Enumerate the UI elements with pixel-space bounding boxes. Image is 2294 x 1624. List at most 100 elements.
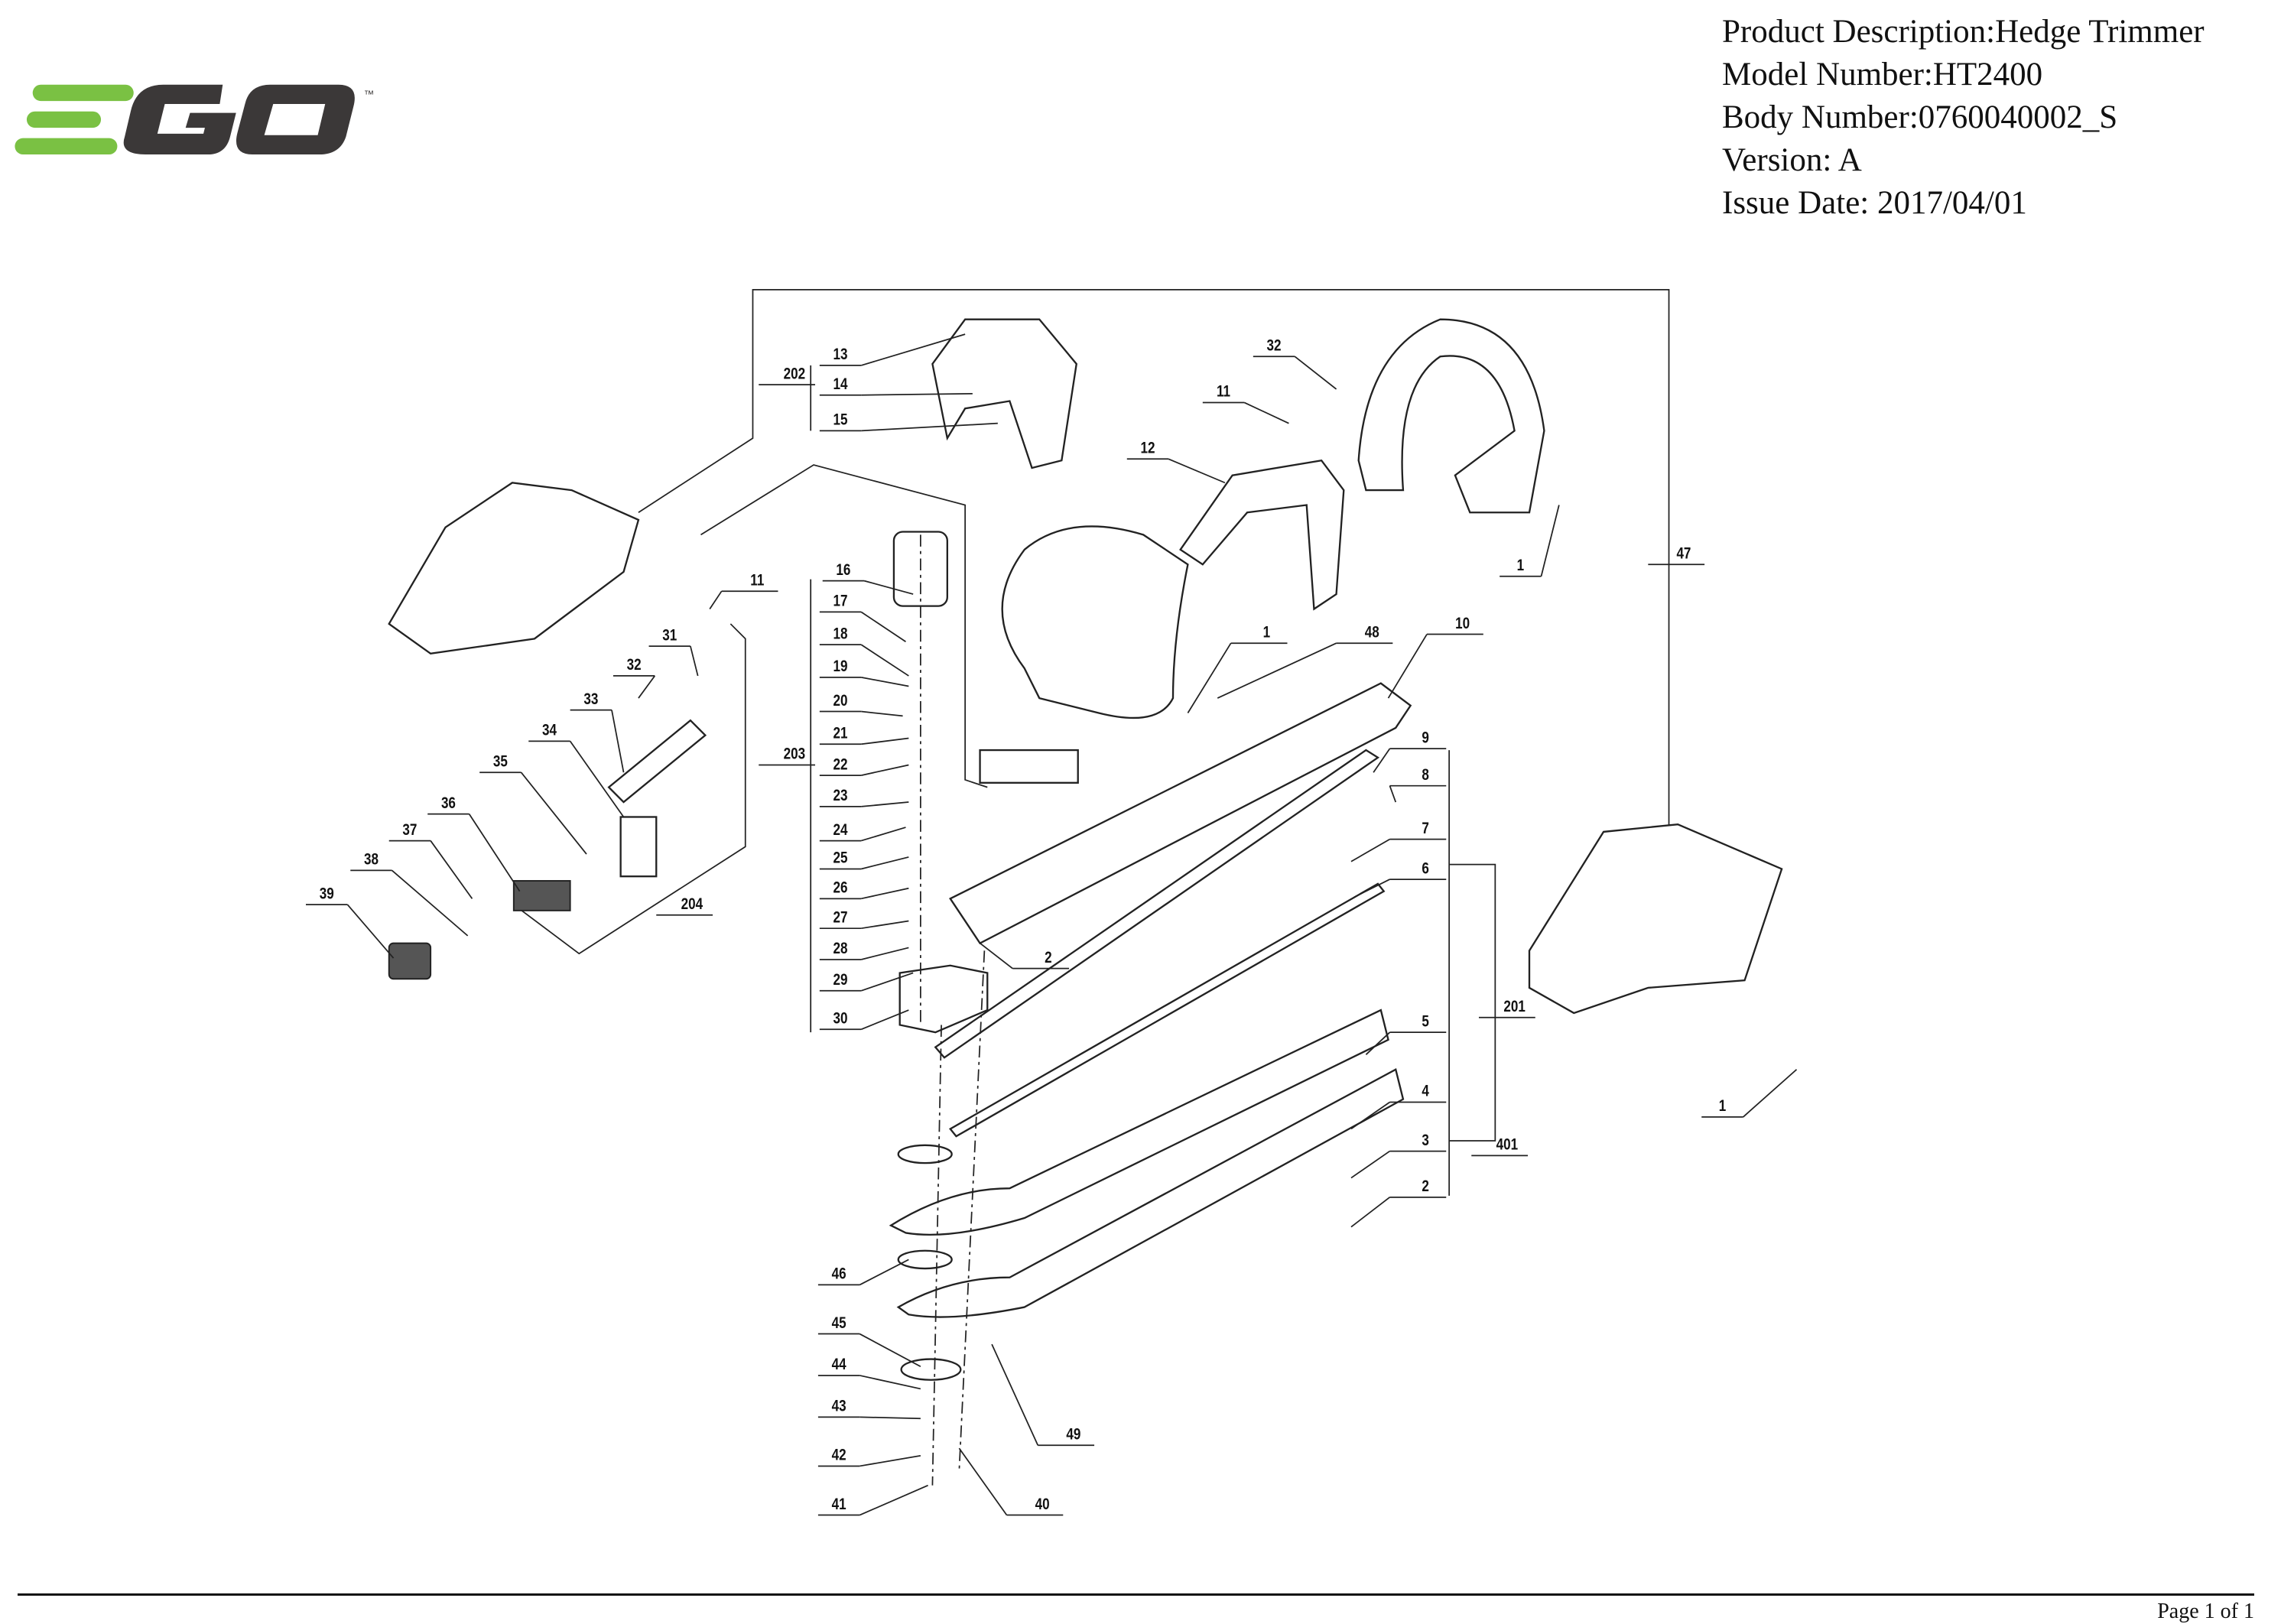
callout-40: 40 [1035, 1495, 1050, 1513]
callout-23: 23 [833, 786, 848, 804]
callout-leader [861, 920, 909, 930]
callout-29: 29 [833, 970, 848, 989]
callout-leader [638, 675, 656, 699]
callout-leader [859, 1416, 921, 1420]
callout-leader [860, 333, 966, 366]
callout-37: 37 [402, 820, 417, 839]
callout-leader [1350, 1150, 1390, 1179]
callout-1: 1 [1263, 623, 1271, 641]
callout-32: 32 [627, 655, 642, 674]
callout-26: 26 [833, 879, 848, 897]
callout-204: 204 [681, 895, 703, 913]
callout-leader [861, 764, 909, 776]
callout-201: 201 [1503, 997, 1526, 1015]
callout-leader [958, 1447, 1008, 1516]
callout-18: 18 [833, 625, 848, 643]
callout-28: 28 [833, 939, 848, 957]
callout-leader [860, 827, 906, 842]
axis-lines [920, 534, 986, 1486]
ego-logo: ™ [15, 84, 374, 155]
callout-38: 38 [364, 850, 379, 869]
callout-43: 43 [832, 1397, 846, 1415]
callout-9: 9 [1422, 729, 1429, 747]
callout-leader [1168, 458, 1226, 484]
callout-leader [468, 814, 521, 892]
callout-203: 203 [784, 745, 806, 763]
callout-leader [859, 1484, 928, 1516]
callout-11: 11 [750, 571, 764, 590]
model-number: Model Number:HT2400 [1722, 57, 2043, 93]
rear-handle-ring [1357, 318, 1545, 514]
callout-20: 20 [833, 691, 848, 710]
callout-30: 30 [833, 1009, 848, 1028]
upper-blade-5 [889, 1009, 1389, 1236]
callout-8: 8 [1422, 765, 1429, 784]
callout-leader [860, 1009, 909, 1031]
callout-47: 47 [1676, 544, 1691, 563]
callout-leader [1350, 1101, 1390, 1130]
battery-housing-201 [1528, 823, 1783, 1015]
callout-7: 7 [1422, 819, 1428, 837]
callout-leader [430, 840, 473, 899]
callout-leader [861, 710, 903, 717]
lever-33 [607, 719, 707, 804]
assembly-brackets [519, 288, 1670, 1196]
callout-5: 5 [1422, 1012, 1429, 1031]
callout-leader [690, 645, 699, 677]
product-description: Product Description:Hedge Trimmer [1722, 14, 2205, 50]
controller-board [979, 749, 1079, 784]
body-number: Body Number:0760040002_S [1722, 99, 2118, 135]
page-number: Page 1 of 1 [2157, 1600, 2254, 1623]
callout-leader [861, 392, 973, 396]
callout-36: 36 [441, 794, 456, 812]
footer-divider [18, 1593, 2254, 1596]
callout-leader [1294, 356, 1337, 390]
callout-leader [1373, 748, 1391, 773]
callout-39: 39 [320, 885, 334, 903]
callout-1: 1 [1719, 1096, 1727, 1115]
callout-42: 42 [832, 1446, 846, 1464]
callout-leader [860, 611, 906, 642]
washer-45 [900, 1358, 962, 1381]
gearbox-30 [898, 964, 989, 1034]
callout-17: 17 [833, 592, 848, 610]
callout-leader [860, 644, 909, 677]
callout-leader [1243, 401, 1289, 424]
callout-31: 31 [662, 626, 677, 645]
callout-leader [861, 737, 909, 745]
callout-leader [1187, 642, 1232, 713]
callout-2: 2 [1422, 1177, 1428, 1195]
product-info: Product Description:Hedge Trimmer Model … [1722, 11, 2205, 225]
callout-4: 4 [1422, 1082, 1429, 1100]
callout-32: 32 [1267, 336, 1282, 355]
callout-leader [1540, 505, 1560, 577]
callout-leader [709, 590, 723, 609]
callout-15: 15 [833, 411, 848, 429]
callout-6: 6 [1422, 859, 1429, 878]
callout-leader [1389, 785, 1397, 803]
callout-leader [859, 1333, 921, 1368]
parts [388, 318, 1783, 1381]
version: Version: A [1722, 142, 1862, 178]
callout-11: 11 [1217, 382, 1230, 401]
callout-34: 34 [542, 721, 557, 739]
callout-16: 16 [836, 560, 850, 579]
callout-10: 10 [1455, 614, 1470, 632]
rear-housing-half [388, 482, 640, 655]
callout-leader [1217, 642, 1337, 699]
callout-leader [861, 422, 998, 432]
callout-12: 12 [1140, 439, 1155, 457]
callout-41: 41 [832, 1495, 846, 1513]
callout-27: 27 [833, 908, 848, 927]
callout-13: 13 [833, 345, 848, 363]
callout-leader [860, 972, 914, 992]
switch-block-204 [512, 880, 571, 911]
callout-19: 19 [833, 657, 848, 675]
callout-leader [569, 740, 625, 817]
callout-202: 202 [784, 365, 805, 383]
washer-46 [897, 1249, 953, 1270]
callout-leader [1350, 838, 1390, 862]
callout-44: 44 [832, 1355, 846, 1373]
callout-leader [980, 942, 1013, 970]
